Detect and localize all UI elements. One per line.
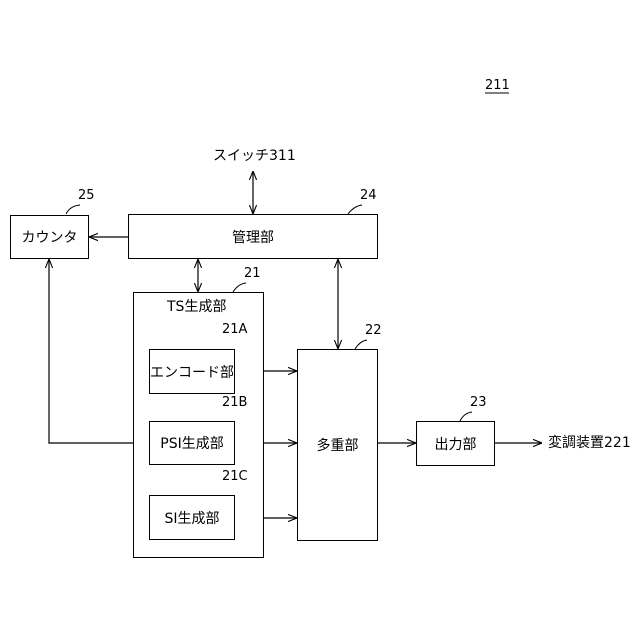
- output-ref: 23: [470, 396, 487, 410]
- ref-leader-counter: [66, 205, 80, 214]
- multiplexer-block: 多重部: [297, 349, 378, 541]
- output-label: 出力部: [435, 434, 477, 454]
- multiplexer-label: 多重部: [317, 435, 359, 455]
- si-generator-block: SI生成部: [149, 495, 235, 540]
- psi-generator-block: PSI生成部: [149, 421, 235, 465]
- counter-label: カウンタ: [22, 227, 78, 247]
- ref-leader-multiplexer: [355, 340, 367, 349]
- encoder-label: エンコード部: [150, 362, 234, 382]
- ts-generator-ref: 21: [244, 267, 261, 281]
- psi-generator-ref: 21B: [222, 396, 247, 410]
- encoder-ref: 21A: [222, 323, 247, 337]
- counter-ref: 25: [78, 189, 95, 203]
- switch-label: スイッチ311: [213, 148, 296, 164]
- output-block: 出力部: [416, 421, 495, 466]
- si-generator-label: SI生成部: [164, 508, 219, 528]
- manager-block: 管理部: [128, 214, 378, 259]
- ref-leader-manager: [348, 205, 362, 214]
- multiplexer-ref: 22: [365, 324, 382, 338]
- ts-generator-label: TS生成部: [167, 299, 226, 315]
- counter-block: カウンタ: [10, 215, 89, 259]
- si-generator-ref: 21C: [222, 470, 248, 484]
- manager-ref: 24: [360, 189, 377, 203]
- ref-leader-ts: [233, 283, 246, 292]
- psi-generator-label: PSI生成部: [160, 433, 223, 453]
- manager-label: 管理部: [232, 227, 274, 247]
- modulator-label: 変調装置221: [548, 435, 631, 451]
- ref-leader-output: [460, 412, 472, 421]
- figure-number: 211: [485, 78, 510, 94]
- encoder-block: エンコード部: [149, 349, 235, 394]
